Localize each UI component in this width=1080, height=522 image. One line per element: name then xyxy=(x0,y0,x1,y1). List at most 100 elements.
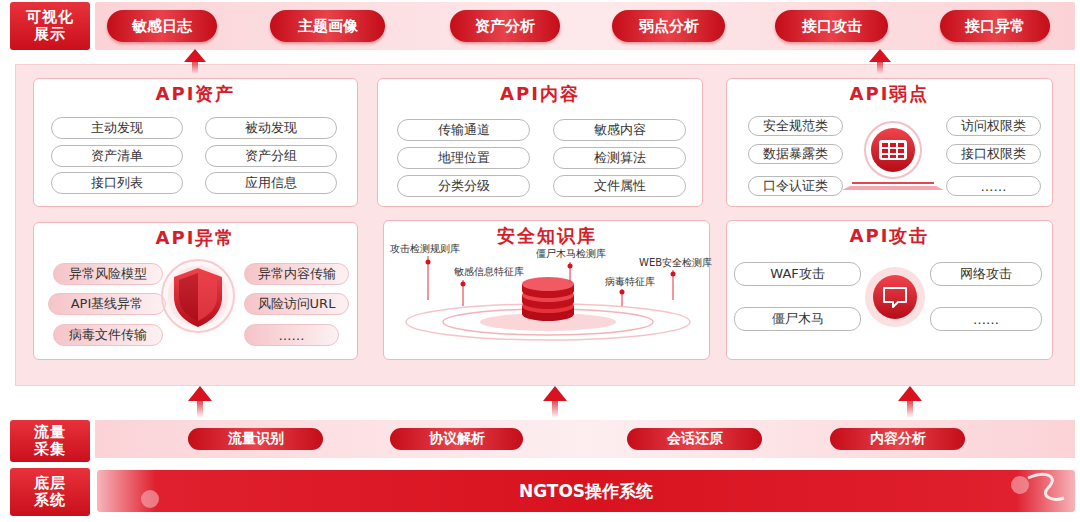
module-panel: API资产主动发现 被动发现资产清单 资产分组接口列表 应用信息 xyxy=(33,78,358,207)
feature-item: 接口列表 xyxy=(51,172,183,194)
node-text: 口令认证类 xyxy=(763,177,828,195)
feature-item: …… xyxy=(930,307,1042,331)
library-label: 病毒特征库 xyxy=(605,275,655,289)
view-pill: 资产分析 xyxy=(450,10,560,42)
node-text: 网络攻击 xyxy=(960,265,1012,283)
feature-item: 文件属性 xyxy=(553,175,686,197)
view-pill: 弱点分析 xyxy=(612,10,725,42)
node-text: 应用信息 xyxy=(245,174,297,192)
node-text: 病毒文件传输 xyxy=(69,326,147,344)
node-text: 检测算法 xyxy=(594,149,646,167)
shield-icon xyxy=(154,252,242,340)
library-label: WEB安全检测库 xyxy=(639,256,712,270)
feature-item: 资产清单 xyxy=(51,145,183,167)
module-panel: 安全知识库攻击检测规则库僵尸木马检测库WEB安全检测库敏感信息特征库病毒特征库 xyxy=(383,220,710,360)
node-text: 接口攻击 xyxy=(802,17,862,36)
feature-item: …… xyxy=(946,176,1041,196)
anomaly-item: …… xyxy=(244,324,339,346)
view-pill: 主题画像 xyxy=(270,10,385,42)
os-band: NGTOS操作系统 xyxy=(97,470,1075,512)
os-ornament xyxy=(141,474,1064,508)
up-arrow xyxy=(543,386,567,418)
node-text: 数据暴露类 xyxy=(763,145,828,163)
node-text: …… xyxy=(973,312,999,327)
feature-item: 安全规范类 xyxy=(748,116,843,136)
node-text: 地理位置 xyxy=(438,149,490,167)
anomaly-item: 病毒文件传输 xyxy=(53,324,163,346)
feature-item: 资产分组 xyxy=(205,145,337,167)
node-text: 弱点分析 xyxy=(639,17,699,36)
view-pill: 接口攻击 xyxy=(775,10,888,42)
node-text: 内容分析 xyxy=(870,430,926,448)
module-panel: API内容传输通道 敏感内容地理位置 检测算法分类分级 文件属性 xyxy=(377,78,703,207)
row-label: 可视化 展示 xyxy=(10,2,90,50)
attack-icon xyxy=(865,267,925,327)
view-pill: 敏感日志 xyxy=(107,10,217,42)
feature-item: 数据暴露类 xyxy=(748,144,843,164)
module-panel: API弱点安全规范类 访问权限类数据暴露类 接口权限类口令认证类 …… xyxy=(726,78,1053,207)
panel-title: API弱点 xyxy=(727,82,1052,106)
capture-pill: 流量识别 xyxy=(188,428,323,450)
anomaly-item: 异常风险模型 xyxy=(53,263,163,285)
capture-pill: 内容分析 xyxy=(830,428,965,450)
feature-item: 检测算法 xyxy=(553,147,686,169)
node-text: 访问权限类 xyxy=(961,117,1026,135)
feature-item: 分类分级 xyxy=(397,175,530,197)
node-text: 异常内容传输 xyxy=(258,265,336,283)
row-label: 流量 采集 xyxy=(10,420,90,462)
view-pill: 接口异常 xyxy=(940,10,1050,42)
feature-item: 敏感内容 xyxy=(553,119,686,141)
feature-item: 网络攻击 xyxy=(930,262,1042,286)
anomaly-item: 异常内容传输 xyxy=(244,263,349,285)
feature-item: 被动发现 xyxy=(205,117,337,139)
library-label: 攻击检测规则库 xyxy=(390,242,460,256)
feature-item: WAF攻击 xyxy=(734,262,861,286)
node-text: 资产分析 xyxy=(475,17,535,36)
feature-item: 主动发现 xyxy=(51,117,183,139)
leader-line xyxy=(428,256,673,306)
node-text: 协议解析 xyxy=(429,430,485,448)
up-arrow xyxy=(188,386,212,418)
database-icon xyxy=(406,277,690,340)
panel-title: API内容 xyxy=(378,82,702,106)
node-text: 被动发现 xyxy=(245,119,297,137)
node-text: WAF攻击 xyxy=(770,265,825,283)
feature-item: 口令认证类 xyxy=(748,176,843,196)
node-text: 接口权限类 xyxy=(961,145,1026,163)
node-text: 传输通道 xyxy=(438,121,490,139)
node-text: 异常风险模型 xyxy=(69,265,147,283)
node-text: API基线异常 xyxy=(71,295,144,313)
node-text: 僵尸木马 xyxy=(772,310,824,328)
feature-item: 僵尸木马 xyxy=(734,307,861,331)
module-panel: API攻击 WAF攻击 网络攻击僵尸木马 …… xyxy=(726,220,1053,360)
panel-title: API攻击 xyxy=(727,224,1052,248)
node-text: NGTOS操作系统 xyxy=(519,480,653,503)
feature-item: 访问权限类 xyxy=(946,116,1041,136)
capture-pill: 协议解析 xyxy=(390,428,523,450)
library-label: 敏感信息特征库 xyxy=(454,265,524,279)
feature-item: 接口权限类 xyxy=(946,144,1041,164)
node-text: 文件属性 xyxy=(594,177,646,195)
node-text: 流量 采集 xyxy=(25,424,75,458)
node-text: 接口列表 xyxy=(91,174,143,192)
node-text: 风险访问URL xyxy=(258,295,336,313)
row-label: 底层 系统 xyxy=(10,468,90,516)
node-text: 敏感内容 xyxy=(594,121,646,139)
view-band xyxy=(95,2,1075,50)
node-text: 敏感日志 xyxy=(132,17,192,36)
anomaly-item: API基线异常 xyxy=(48,293,166,315)
up-arrow xyxy=(184,49,206,74)
node-text: 可视化 展示 xyxy=(25,9,75,43)
node-text: …… xyxy=(279,328,305,343)
node-text: 接口异常 xyxy=(965,17,1025,36)
node-text: 会话还原 xyxy=(667,430,723,448)
up-arrow xyxy=(898,386,922,418)
node-text: …… xyxy=(981,179,1007,194)
feature-item: 传输通道 xyxy=(397,119,530,141)
weakness-icon xyxy=(842,122,944,190)
panel-title: API资产 xyxy=(34,82,357,106)
module-panel: API异常异常风险模型异常内容传输API基线异常风险访问URL病毒文件传输…… xyxy=(33,222,358,360)
node-text: 资产清单 xyxy=(91,147,143,165)
up-arrow xyxy=(869,49,891,74)
